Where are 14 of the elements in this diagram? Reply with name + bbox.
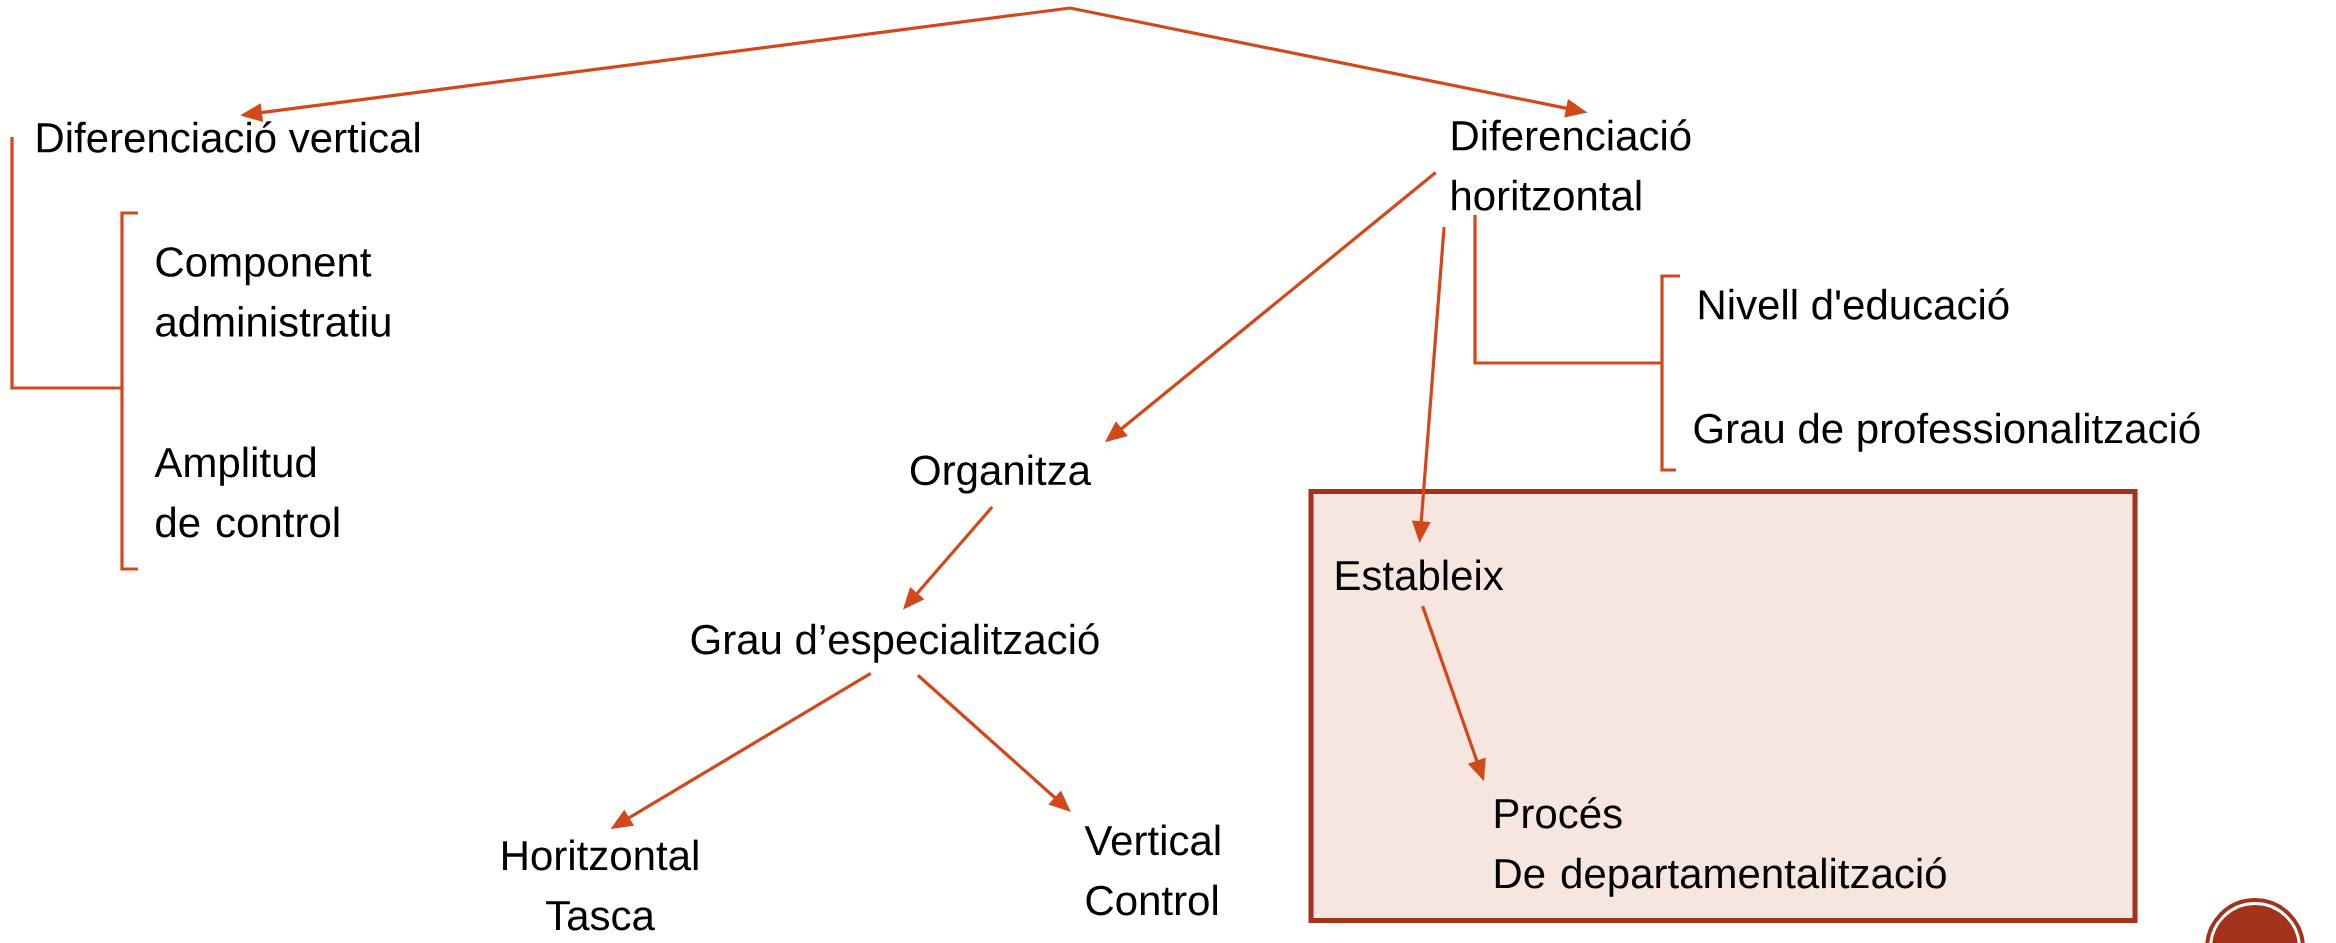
text-label: Horitzontal Tasca — [503, 839, 698, 931]
text-label: Component administratiu — [156, 247, 390, 337]
text-label: Amplitud de control — [154, 446, 339, 538]
text-label: Diferenciació vertical — [37, 121, 419, 153]
text-label: Organitza — [910, 454, 1092, 494]
text-label: Grau d’especialització — [691, 623, 1099, 663]
text-label: Procés De departamentalització — [1495, 797, 1946, 897]
text-label: Diferenciació horitzontal — [1452, 119, 1691, 211]
text-label: Estableix — [1336, 559, 1504, 591]
text-label: Grau de professionalització — [1694, 412, 2200, 452]
text-label: Nivell d'educació — [1699, 288, 2009, 320]
bracket-connector — [10, 135, 140, 571]
highlight-box — [1308, 489, 2138, 923]
text-label: Vertical Control — [1084, 824, 1220, 916]
